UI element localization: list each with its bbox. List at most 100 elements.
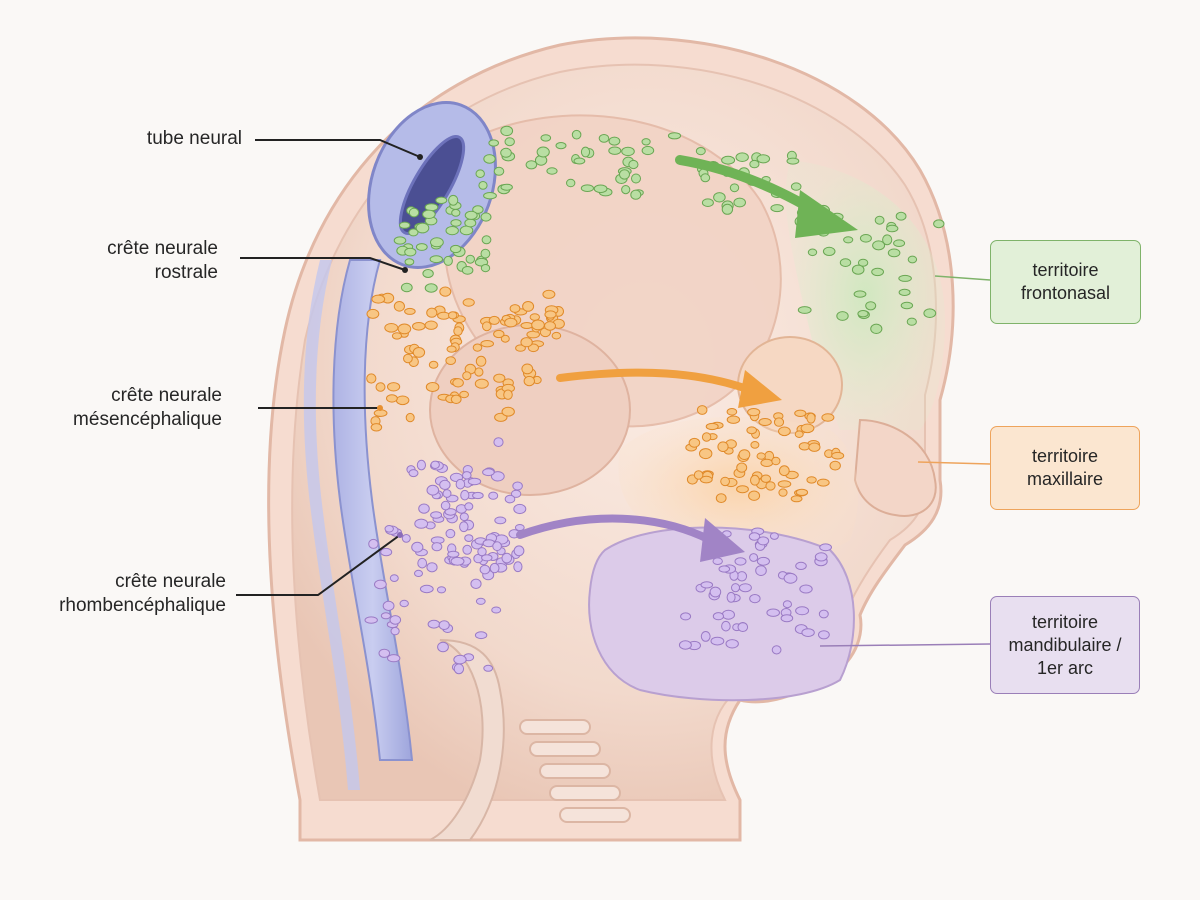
neural-crest-cell xyxy=(799,584,813,594)
neural-crest-cell xyxy=(721,609,736,620)
neural-crest-cell xyxy=(500,125,514,137)
neural-crest-cell xyxy=(630,189,642,200)
neural-crest-cell xyxy=(778,426,791,437)
neural-crest-cell xyxy=(437,311,451,320)
neural-crest-cell xyxy=(738,583,752,593)
neural-crest-cell xyxy=(780,614,794,623)
neural-crest-cell xyxy=(882,234,893,246)
neural-crest-cell xyxy=(445,528,456,539)
neural-crest-cell xyxy=(382,600,395,612)
neural-crest-cell xyxy=(426,307,438,318)
neural-crest-cell xyxy=(492,541,502,552)
neural-crest-cell xyxy=(843,236,854,244)
territory-frontonasal-box: territoire frontonasal xyxy=(990,240,1141,324)
neural-crest-cell xyxy=(446,345,457,353)
neural-crest-cell xyxy=(438,620,450,630)
neural-crest-cell xyxy=(450,219,462,227)
neural-crest-cell xyxy=(450,556,465,566)
neural-crest-cell xyxy=(393,236,407,245)
neural-crest-cell xyxy=(481,235,492,245)
neural-crest-cell xyxy=(475,355,487,367)
neural-tube-spinal xyxy=(332,259,414,761)
neural-crest-cell xyxy=(544,321,556,331)
neural-crest-cell xyxy=(416,459,426,471)
neural-crest-cell xyxy=(721,155,736,165)
neural-crest-cell xyxy=(778,488,788,497)
neural-crest-cell xyxy=(455,478,466,490)
neural-crest-cell xyxy=(756,452,766,460)
neural-crest-cell xyxy=(641,138,651,146)
orange-neural-crest-cells xyxy=(366,286,845,504)
neural-crest-cell xyxy=(512,481,523,491)
neural-crest-cell xyxy=(494,516,507,525)
neural-crest-cell xyxy=(513,545,525,557)
neural-crest-cell xyxy=(399,599,409,608)
neural-crest-cell xyxy=(462,544,473,555)
neural-crest-cell xyxy=(580,146,591,158)
neural-crest-cell xyxy=(748,490,761,501)
neural-crest-cell xyxy=(906,317,917,326)
neural-crest-cell xyxy=(504,494,516,504)
neural-crest-cell xyxy=(395,395,410,406)
neural-crest-cell xyxy=(387,382,401,392)
neural-crest-cell xyxy=(378,648,391,658)
neural-crest-cell xyxy=(801,628,815,637)
neural-crest-cell xyxy=(857,310,869,318)
neural-crest-cell xyxy=(680,612,692,621)
leader-mandibulaire xyxy=(819,643,991,647)
neural-crest-cell xyxy=(462,371,472,381)
neural-crest-cell xyxy=(488,315,500,325)
neural-crest-cell xyxy=(480,212,492,222)
neural-crest-cell xyxy=(794,430,804,439)
neural-crest-cell xyxy=(430,511,443,519)
neural-crest-cell xyxy=(483,192,497,200)
neural-crest-cell xyxy=(448,194,459,206)
neural-crest-cell xyxy=(448,311,458,320)
neural-crest-cell xyxy=(529,313,540,321)
neural-crest-cell xyxy=(818,630,830,640)
neural-crest-cell xyxy=(364,616,378,624)
label-crete-neurale-mesencephalique: crête neurale mésencéphalique xyxy=(73,385,222,430)
neural-crest-cell xyxy=(871,267,884,277)
nose xyxy=(853,418,937,517)
neural-crest-cell xyxy=(444,508,457,516)
neural-crest-cell xyxy=(480,264,491,273)
leader-dots xyxy=(377,154,423,538)
neural-crest-cell xyxy=(513,561,523,573)
orange-arrow-head xyxy=(738,370,782,408)
neural-crest-cell xyxy=(380,547,393,557)
neural-crest-cell xyxy=(794,409,807,417)
neural-crest-cell xyxy=(755,565,767,576)
neural-crest-cell xyxy=(474,367,484,377)
neural-crest-cell xyxy=(380,612,391,620)
neural-crest-cell xyxy=(822,246,836,256)
neural-crest-cell xyxy=(619,169,630,180)
neural-crest-cell xyxy=(831,451,845,460)
neural-crest-cell xyxy=(580,184,595,192)
neural-crest-cell xyxy=(472,343,483,352)
neural-crest-cell xyxy=(400,282,413,293)
neural-crest-cell xyxy=(923,308,937,319)
neural-crest-cell xyxy=(442,489,452,498)
neural-crest-cell xyxy=(701,198,714,207)
neural-crest-cell xyxy=(504,137,515,147)
neural-crest-cell xyxy=(462,471,472,480)
neural-crest-cell xyxy=(371,294,386,304)
neural-crest-cell xyxy=(482,468,495,477)
neural-crest-cell xyxy=(509,304,521,313)
neural-crest-cell xyxy=(795,561,807,571)
neural-crest-cell xyxy=(475,597,486,605)
neural-crest-cell xyxy=(447,550,460,558)
neural-crest-cell xyxy=(749,553,759,562)
neural-crest-cell xyxy=(555,142,567,150)
neural-crest-cell xyxy=(475,169,485,178)
neural-crest-cell xyxy=(490,471,505,482)
neural-crest-cell xyxy=(404,247,417,257)
neural-crest-cell xyxy=(422,209,436,220)
neural-crest-cell xyxy=(760,458,774,467)
neural-crest-cell xyxy=(493,166,505,176)
neural-crest-cell xyxy=(424,283,438,293)
neural-crest-cell xyxy=(493,329,505,339)
neural-crest-cell xyxy=(403,353,413,364)
